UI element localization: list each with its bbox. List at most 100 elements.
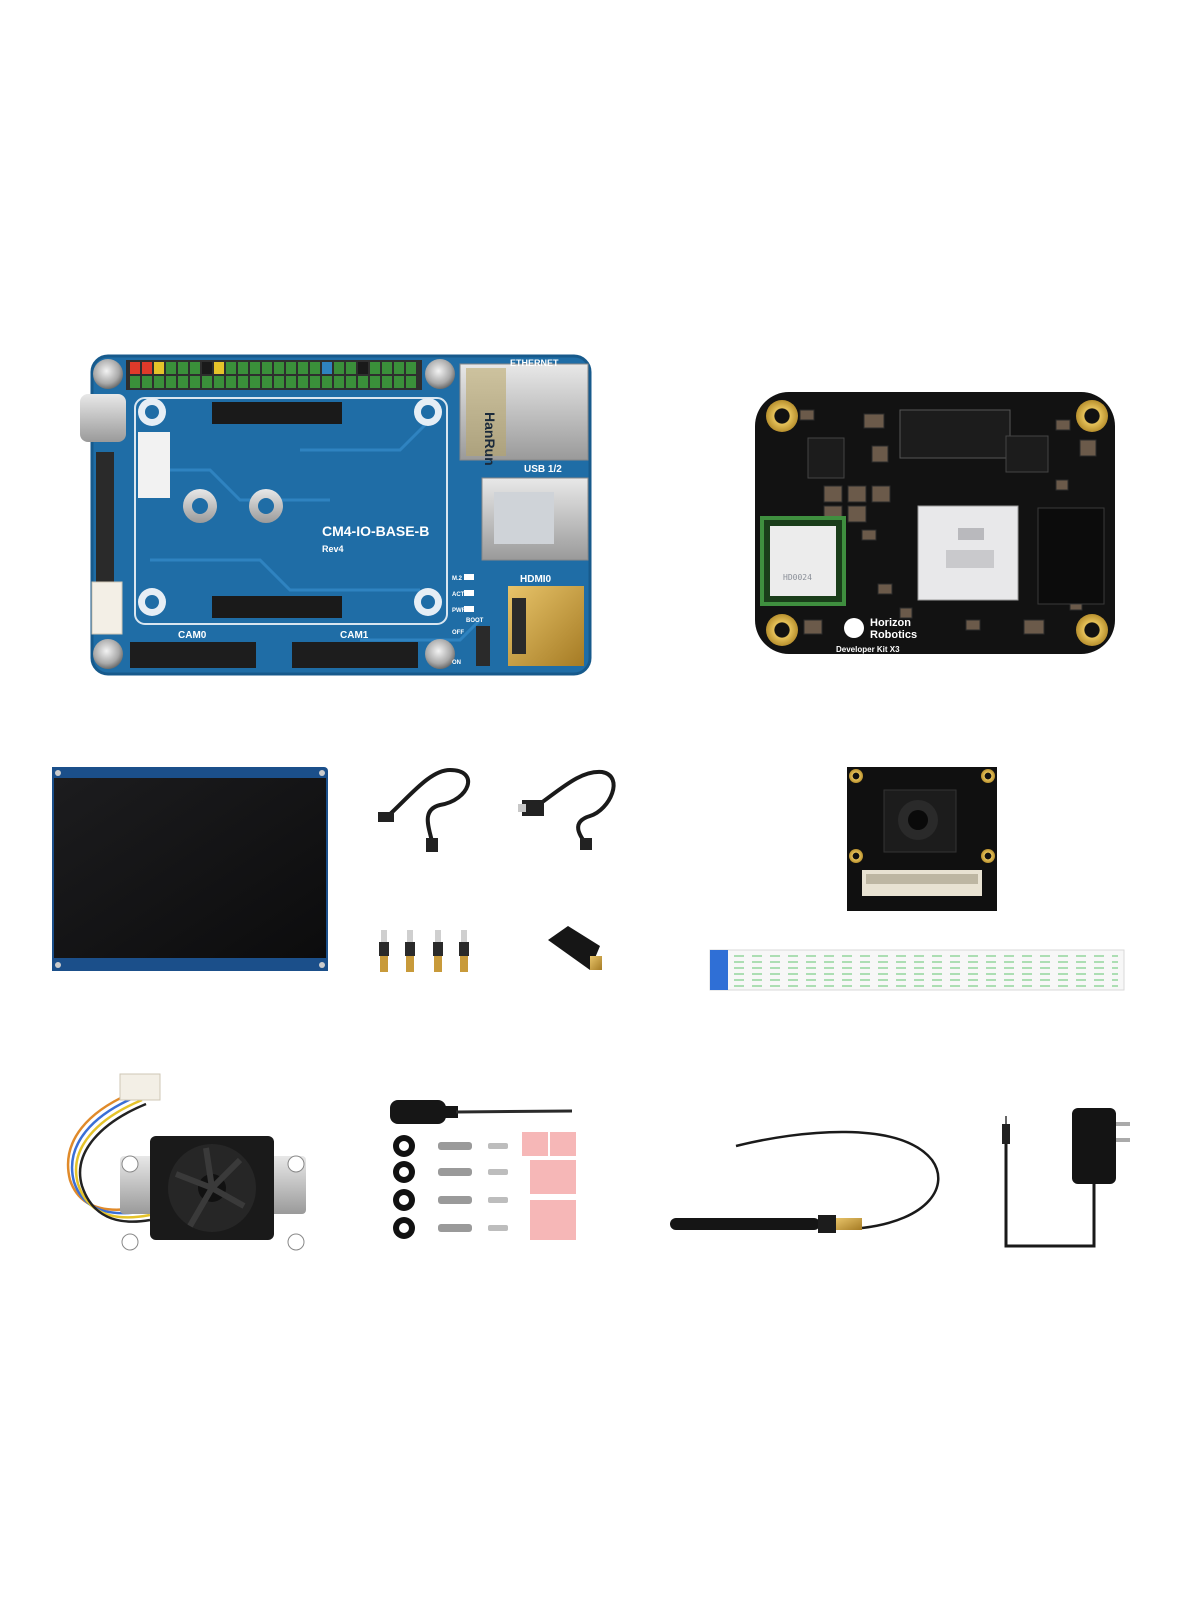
gpio-pin bbox=[214, 376, 224, 388]
gpio-pin bbox=[250, 362, 260, 374]
led-label-m2: M.2 bbox=[452, 576, 463, 582]
smd-component bbox=[965, 619, 981, 631]
lcd-display bbox=[52, 767, 328, 971]
smd-component bbox=[847, 485, 867, 503]
screw-short bbox=[488, 1197, 508, 1203]
cooling-fan bbox=[66, 1073, 306, 1251]
micro-hdmi-adapter bbox=[548, 926, 602, 970]
led-label-act: ACT bbox=[452, 592, 465, 598]
gpio-pin bbox=[274, 362, 284, 374]
smd-component bbox=[823, 485, 843, 503]
label-hdmi: HDMI0 bbox=[520, 574, 552, 585]
washer-hole bbox=[399, 1223, 409, 1233]
label-ethernet: ETHERNET bbox=[510, 358, 559, 368]
gpio-pin bbox=[226, 362, 236, 374]
label-cam1: CAM1 bbox=[340, 630, 369, 641]
gpio-pin bbox=[382, 362, 392, 374]
gpio-pin bbox=[154, 376, 164, 388]
board-revision: Rev4 bbox=[322, 544, 344, 554]
micro-hdmi-cable bbox=[378, 767, 471, 852]
wifi-antenna bbox=[670, 1130, 940, 1233]
copper-standoffs bbox=[379, 930, 469, 972]
gpio-pin bbox=[214, 362, 224, 374]
gpio-pin bbox=[370, 376, 380, 388]
washer-hole bbox=[399, 1167, 409, 1177]
product-name: Developer Kit X3 bbox=[836, 645, 900, 654]
smd-component bbox=[803, 619, 823, 635]
power-adapter bbox=[1002, 1108, 1130, 1248]
smd-component bbox=[1055, 419, 1071, 431]
gpio-pin bbox=[310, 362, 320, 374]
gpio-pin bbox=[394, 362, 404, 374]
standoff-brass bbox=[406, 956, 414, 972]
gpio-pin bbox=[226, 376, 236, 388]
gpio-pin bbox=[142, 376, 152, 388]
gpio-pin bbox=[238, 376, 248, 388]
usb-cable bbox=[518, 769, 616, 850]
label-cam0: CAM0 bbox=[178, 630, 207, 641]
gpio-pin bbox=[190, 362, 200, 374]
gpio-pin bbox=[130, 362, 140, 374]
gpio-pin bbox=[166, 362, 176, 374]
soc-chip bbox=[917, 505, 1019, 601]
gpio-pin bbox=[262, 362, 272, 374]
smd-component bbox=[1023, 619, 1045, 635]
smd-component bbox=[799, 409, 815, 421]
screw-short bbox=[488, 1143, 508, 1149]
gpio-pin bbox=[262, 376, 272, 388]
smd-component bbox=[863, 413, 885, 429]
gpio-pin bbox=[274, 376, 284, 388]
rj45-brand: HanRun bbox=[482, 412, 498, 466]
camera-module bbox=[847, 767, 997, 911]
screw bbox=[438, 1168, 472, 1176]
standoff-screw bbox=[381, 930, 387, 942]
gpio-pin bbox=[130, 376, 140, 388]
standoff-nut bbox=[433, 942, 443, 956]
gpio-pin bbox=[394, 376, 404, 388]
gpio-pin bbox=[166, 376, 176, 388]
gpio-pin bbox=[310, 376, 320, 388]
usb-port bbox=[481, 477, 589, 561]
led-label-pwr: PWR bbox=[452, 608, 467, 614]
gpio-pin bbox=[406, 362, 416, 374]
standoff-brass bbox=[434, 956, 442, 972]
standoff-screw bbox=[435, 930, 441, 942]
gpio-pin bbox=[286, 376, 296, 388]
smd-component bbox=[871, 485, 891, 503]
standoff-nut bbox=[405, 942, 415, 956]
gpio-pin bbox=[322, 376, 332, 388]
hdmi-port bbox=[508, 586, 584, 666]
ethernet-port: HanRun bbox=[459, 363, 589, 466]
standoff-screw bbox=[461, 930, 467, 942]
smd-component bbox=[861, 529, 877, 541]
gpio-pin bbox=[298, 362, 308, 374]
gpio-pin bbox=[178, 376, 188, 388]
gpio-pin bbox=[190, 376, 200, 388]
gpio-pin bbox=[250, 376, 260, 388]
screw bbox=[438, 1224, 472, 1232]
gpio-pin bbox=[406, 376, 416, 388]
switch-label-off: OFF bbox=[452, 630, 464, 636]
gpio-pin bbox=[178, 362, 188, 374]
smd-component bbox=[1079, 439, 1097, 457]
board-model: CM4-IO-BASE-B bbox=[322, 523, 429, 539]
smd-component bbox=[871, 445, 889, 463]
standoff-brass bbox=[380, 956, 388, 972]
standoff-nut bbox=[459, 942, 469, 956]
gpio-pin bbox=[202, 362, 212, 374]
brand-line-2: Robotics bbox=[870, 629, 917, 641]
core-module-board: HD0024 Horizon Robotics Developer Kit X3 bbox=[755, 392, 1115, 654]
gpio-pin bbox=[358, 376, 368, 388]
gpio-pin bbox=[286, 362, 296, 374]
rf-module: HD0024 bbox=[760, 516, 846, 606]
gpio-pin bbox=[358, 362, 368, 374]
gpio-pin bbox=[154, 362, 164, 374]
gpio-pin bbox=[334, 376, 344, 388]
label-usb: USB 1/2 bbox=[524, 464, 562, 475]
gpio-pin bbox=[382, 376, 392, 388]
ffc-ribbon-cable bbox=[709, 949, 1125, 991]
rf-module-label: HD0024 bbox=[783, 573, 812, 582]
standoff-brass bbox=[460, 956, 468, 972]
gpio-pin bbox=[346, 376, 356, 388]
